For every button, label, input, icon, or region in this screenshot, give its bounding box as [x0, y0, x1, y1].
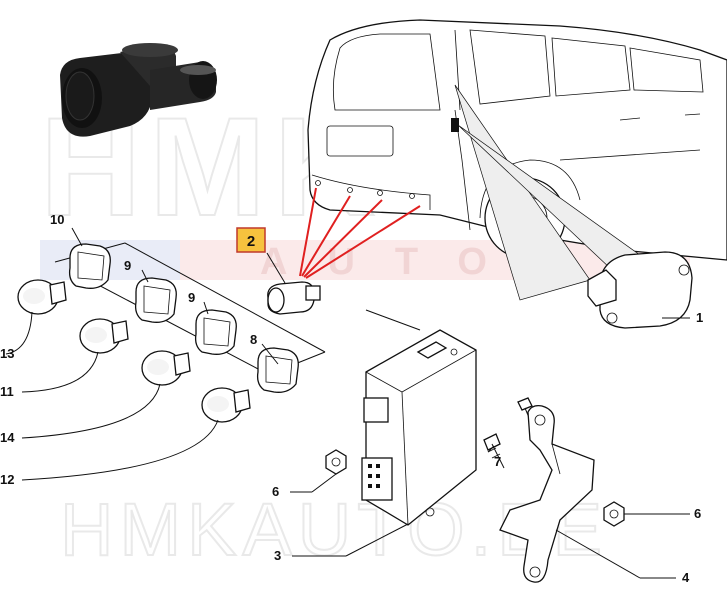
cap-13 — [17, 279, 67, 315]
highlight-box — [236, 227, 266, 253]
holder-9a — [134, 277, 177, 323]
callout-labels: 1 3 4 6 6 7 8 9 9 10 11 12 13 14 — [0, 212, 703, 585]
nut-6-left — [325, 449, 347, 475]
buzzer-part — [587, 251, 693, 329]
sensor-part-2 — [266, 252, 321, 315]
callout-14: 14 — [0, 430, 15, 445]
callout-8: 8 — [250, 332, 257, 347]
callout-9-mid: 9 — [188, 290, 195, 305]
callout-3: 3 — [274, 548, 281, 563]
callout-4: 4 — [682, 570, 690, 585]
callout-12: 12 — [0, 472, 14, 487]
highlight-leads — [299, 187, 421, 279]
cap-14 — [141, 350, 191, 386]
beam — [454, 84, 641, 301]
leader-lines — [5, 227, 690, 579]
callout-1: 1 — [696, 310, 703, 325]
callout-2-label: 2 — [247, 233, 255, 250]
callout-6-right: 6 — [694, 506, 701, 521]
cap-12 — [201, 387, 251, 423]
bracket-4 — [499, 404, 595, 583]
highlight-label: 2 — [236, 227, 266, 253]
nut-6-right — [603, 501, 625, 527]
sensor-photo — [60, 43, 217, 137]
holder-9b — [194, 309, 237, 355]
cap-11 — [79, 318, 129, 354]
callout-13: 13 — [0, 346, 14, 361]
callout-7: 7 — [494, 454, 501, 469]
holder-8 — [256, 347, 299, 393]
watermark-mid-text: AUTO — [260, 241, 527, 283]
holder-10 — [68, 243, 111, 289]
sensor-caps — [17, 243, 299, 423]
callout-6-left: 6 — [272, 484, 279, 499]
callout-9-top: 9 — [124, 258, 131, 273]
callout-10: 10 — [50, 212, 64, 227]
control-unit — [361, 329, 477, 526]
callout-11: 11 — [0, 384, 14, 399]
